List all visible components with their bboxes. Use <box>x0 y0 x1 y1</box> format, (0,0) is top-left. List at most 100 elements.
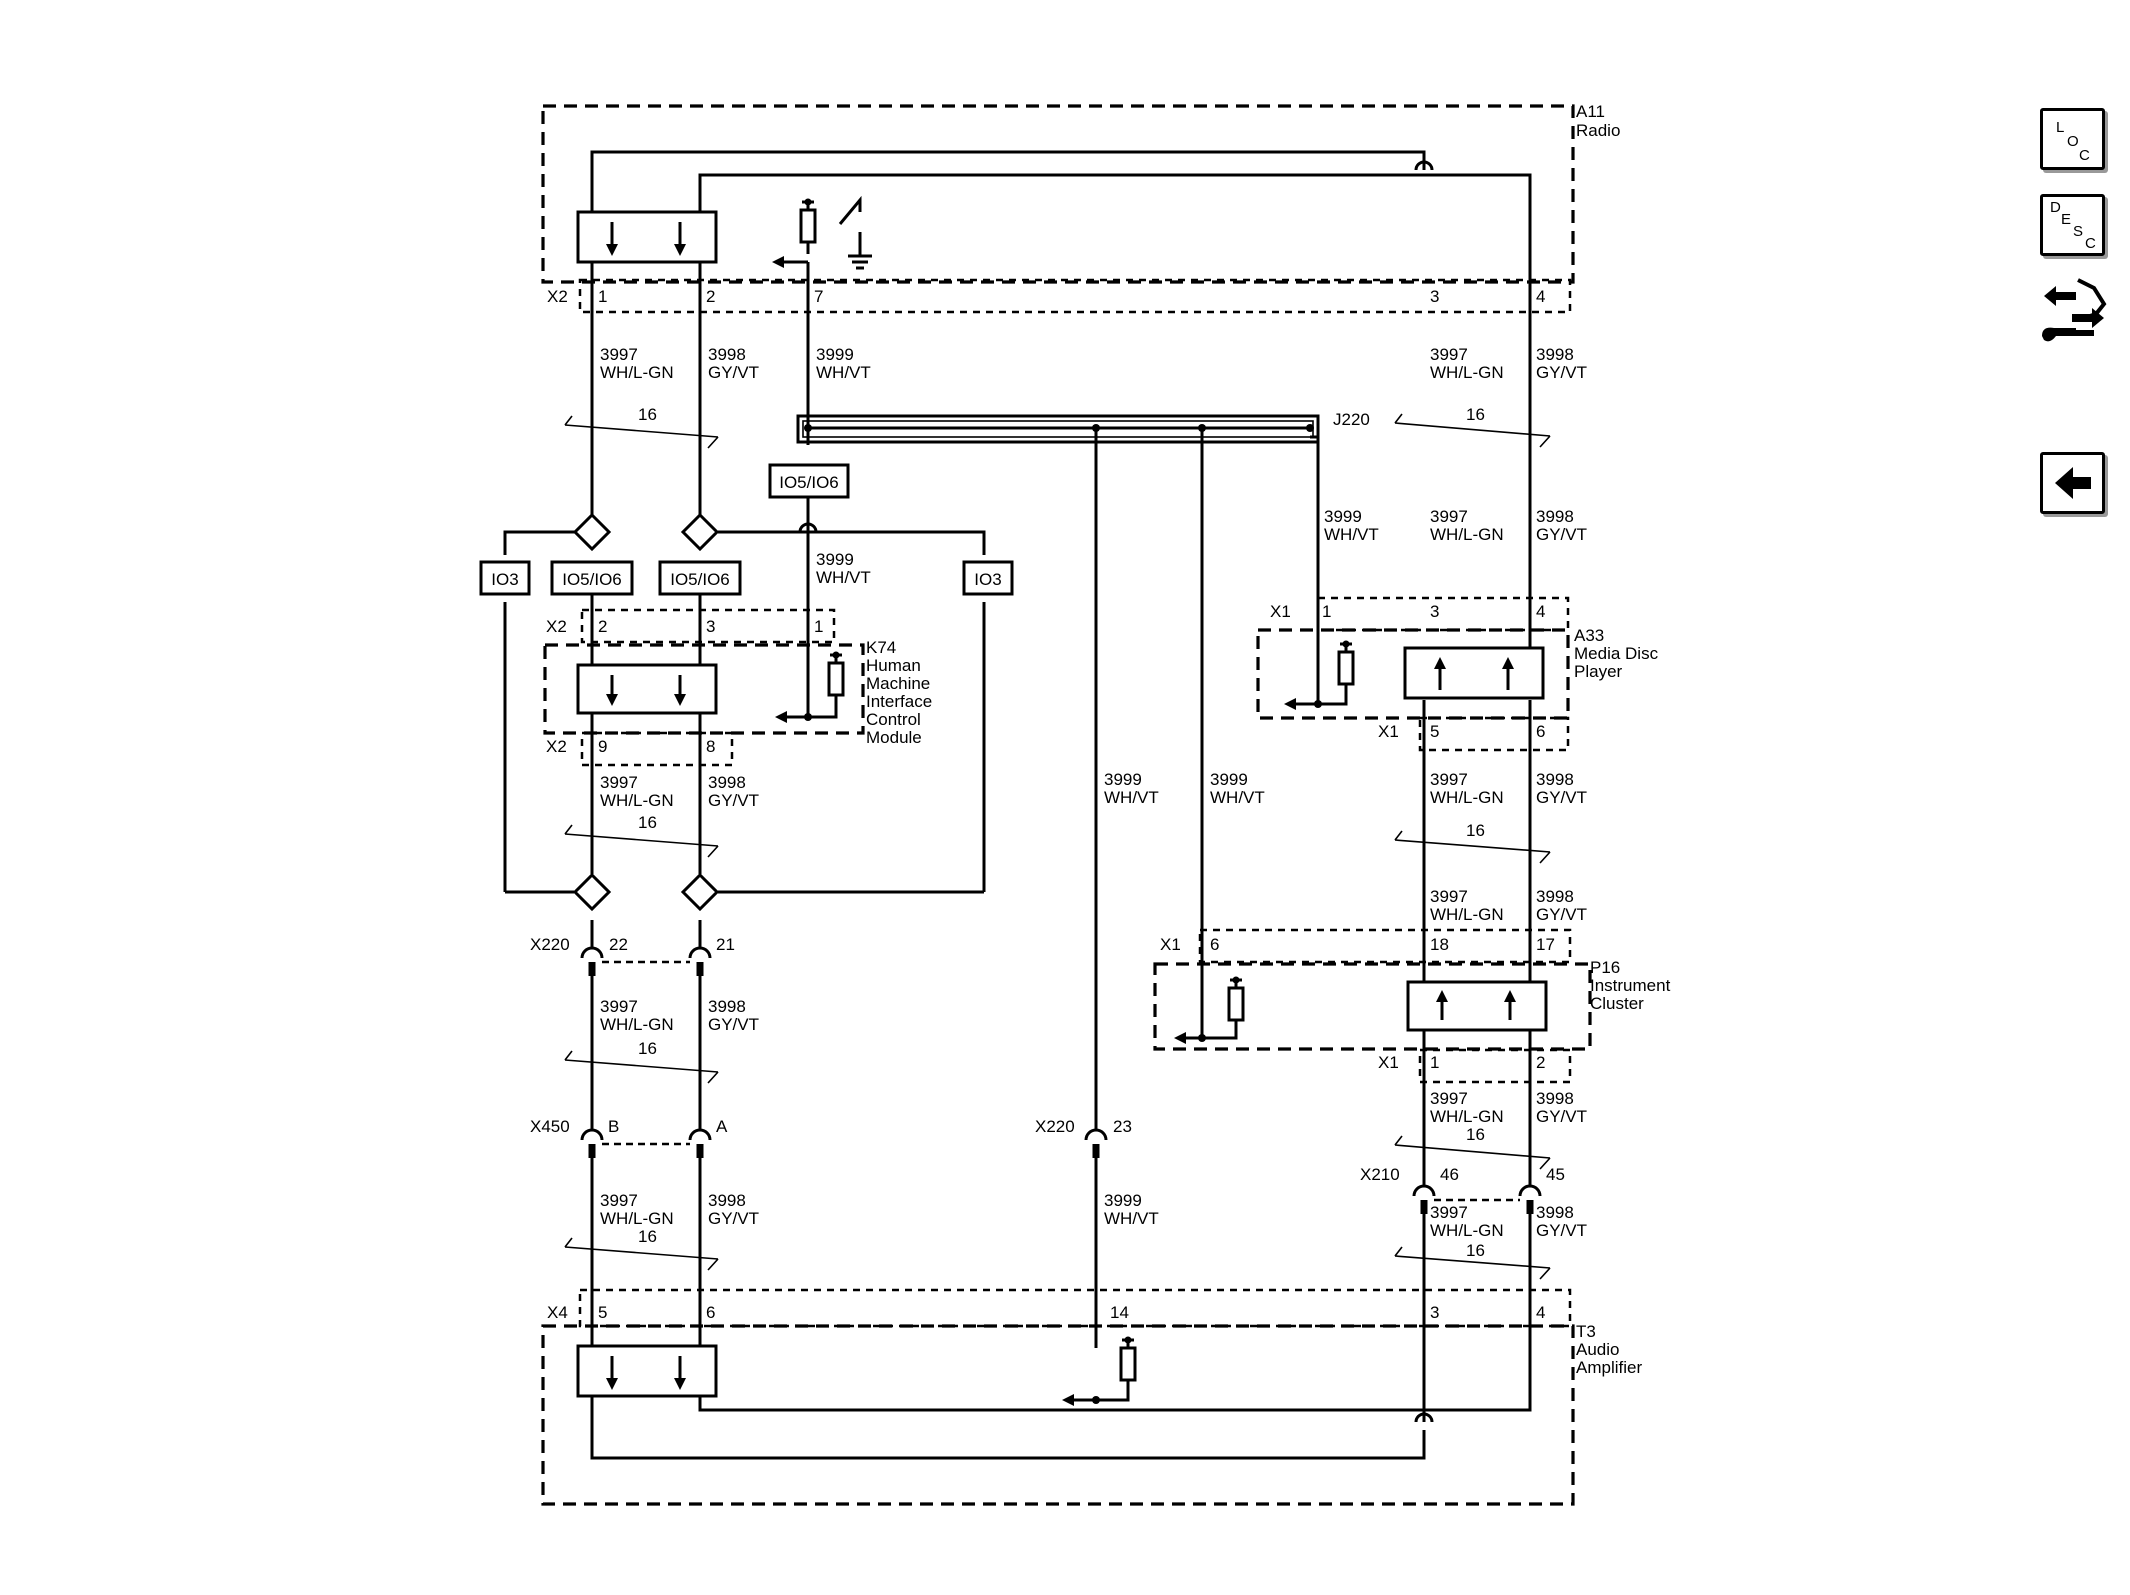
svg-text:Amplifier: Amplifier <box>1576 1358 1642 1377</box>
svg-text:17: 17 <box>1536 935 1555 954</box>
svg-text:45: 45 <box>1546 1165 1565 1184</box>
svg-text:Audio: Audio <box>1576 1340 1619 1359</box>
back-button[interactable] <box>2040 452 2105 514</box>
wire-3998-left <box>698 173 1532 1412</box>
tag-label: IO3 <box>491 570 518 589</box>
loc-letter: L <box>2056 119 2065 136</box>
desc-letter: E <box>2061 211 2072 228</box>
svg-text:Media Disc: Media Disc <box>1574 644 1659 663</box>
svg-text:3997: 3997 <box>1430 770 1468 789</box>
a33-transceiver <box>1403 646 1545 700</box>
svg-text:WH/L-GN: WH/L-GN <box>1430 363 1504 382</box>
desc-button[interactable]: D E S C <box>2040 194 2105 256</box>
svg-text:Machine: Machine <box>866 674 930 693</box>
desc-letter: S <box>2073 223 2084 240</box>
svg-text:3998: 3998 <box>708 345 746 364</box>
svg-text:X2: X2 <box>547 287 568 306</box>
inline-connector-x210 <box>1412 1184 1542 1216</box>
svg-text:1: 1 <box>814 617 823 636</box>
svg-text:Player: Player <box>1574 662 1623 681</box>
svg-text:GY/VT: GY/VT <box>1536 788 1587 807</box>
svg-text:WH/VT: WH/VT <box>816 568 871 587</box>
svg-text:3998: 3998 <box>1536 770 1574 789</box>
tag-label: IO3 <box>974 570 1001 589</box>
amplifier-termination <box>1062 1335 1137 1406</box>
shield-wrench-icon <box>2042 278 2107 342</box>
svg-text:3998: 3998 <box>1536 887 1574 906</box>
tag-io5io6-right: IO5/IO6 <box>658 560 742 596</box>
svg-text:K74: K74 <box>866 638 896 657</box>
svg-text:WH/VT: WH/VT <box>1104 788 1159 807</box>
amplifier-transceiver <box>576 1344 718 1398</box>
svg-text:3997: 3997 <box>600 773 638 792</box>
splice-j220 <box>796 414 1320 444</box>
inline-connector-x220-23 <box>1084 1128 1108 1160</box>
svg-text:16: 16 <box>638 405 657 424</box>
svg-text:GY/VT: GY/VT <box>1536 1221 1587 1240</box>
svg-text:5: 5 <box>598 1303 607 1322</box>
svg-text:X1: X1 <box>1160 935 1181 954</box>
io-branch-lines <box>503 530 986 894</box>
svg-text:WH/L-GN: WH/L-GN <box>600 1209 674 1228</box>
svg-text:GY/VT: GY/VT <box>1536 525 1587 544</box>
svg-text:GY/VT: GY/VT <box>708 1209 759 1228</box>
p16-transceiver <box>1406 980 1548 1032</box>
arrow-left-icon <box>2055 467 2091 499</box>
k74-outline <box>543 608 865 767</box>
gauge-slashes <box>564 413 1551 1280</box>
svg-text:GY/VT: GY/VT <box>1536 1107 1587 1126</box>
tag-io5io6-left: IO5/IO6 <box>550 560 634 596</box>
svg-text:18: 18 <box>1430 935 1449 954</box>
svg-text:GY/VT: GY/VT <box>1536 363 1587 382</box>
svg-text:Human: Human <box>866 656 921 675</box>
svg-text:3998: 3998 <box>1536 345 1574 364</box>
svg-text:3: 3 <box>1430 602 1439 621</box>
svg-text:3998: 3998 <box>1536 1203 1574 1222</box>
svg-text:8: 8 <box>706 737 715 756</box>
svg-text:16: 16 <box>1466 1125 1485 1144</box>
svg-text:GY/VT: GY/VT <box>708 363 759 382</box>
svg-text:3997: 3997 <box>600 1191 638 1210</box>
svg-text:WH/L-GN: WH/L-GN <box>1430 1107 1504 1126</box>
svg-text:3997: 3997 <box>1430 507 1468 526</box>
svg-text:3998: 3998 <box>708 773 746 792</box>
svg-text:X450: X450 <box>530 1117 570 1136</box>
p16-outline <box>1153 928 1592 1084</box>
shield-wrench-button[interactable] <box>2036 274 2112 354</box>
svg-text:2: 2 <box>1536 1053 1545 1072</box>
svg-text:WH/L-GN: WH/L-GN <box>1430 1221 1504 1240</box>
svg-text:4: 4 <box>1536 1303 1545 1322</box>
svg-text:3999: 3999 <box>1324 507 1362 526</box>
svg-text:WH/L-GN: WH/L-GN <box>600 1015 674 1034</box>
svg-text:16: 16 <box>638 813 657 832</box>
svg-text:X2: X2 <box>546 617 567 636</box>
svg-text:Cluster: Cluster <box>1590 994 1644 1013</box>
k74-label: K74 Human Machine Interface Control Modu… <box>866 638 932 747</box>
svg-text:X220: X220 <box>530 935 570 954</box>
tag-io5io6-top: IO5/IO6 <box>768 463 850 499</box>
amplifier-outline <box>541 1288 1575 1506</box>
svg-text:3997: 3997 <box>600 997 638 1016</box>
p16-termination <box>1174 975 1245 1044</box>
connector-labels: X2 1 2 7 3 4 X2 2 3 1 X2 9 8 X1 1 3 4 X1… <box>530 287 1565 1322</box>
tag-label: IO5/IO6 <box>779 473 839 492</box>
svg-text:WH/L-GN: WH/L-GN <box>600 363 674 382</box>
svg-text:3: 3 <box>1430 1303 1439 1322</box>
p16-label: P16 Instrument Cluster <box>1590 958 1671 1013</box>
svg-text:16: 16 <box>1466 1241 1485 1260</box>
svg-text:3998: 3998 <box>708 997 746 1016</box>
svg-text:WH/VT: WH/VT <box>1324 525 1379 544</box>
svg-text:Module: Module <box>866 728 922 747</box>
splice-label: J220 <box>1333 410 1370 429</box>
svg-text:3999: 3999 <box>1104 770 1142 789</box>
loc-button[interactable]: L O C <box>2040 108 2105 170</box>
svg-text:WH/VT: WH/VT <box>1210 788 1265 807</box>
svg-text:X220: X220 <box>1035 1117 1075 1136</box>
svg-text:3999: 3999 <box>1104 1191 1142 1210</box>
svg-text:4: 4 <box>1536 602 1545 621</box>
svg-text:9: 9 <box>598 737 607 756</box>
radio-termination <box>772 195 872 270</box>
svg-text:T3: T3 <box>1576 1322 1596 1341</box>
svg-text:Control: Control <box>866 710 921 729</box>
